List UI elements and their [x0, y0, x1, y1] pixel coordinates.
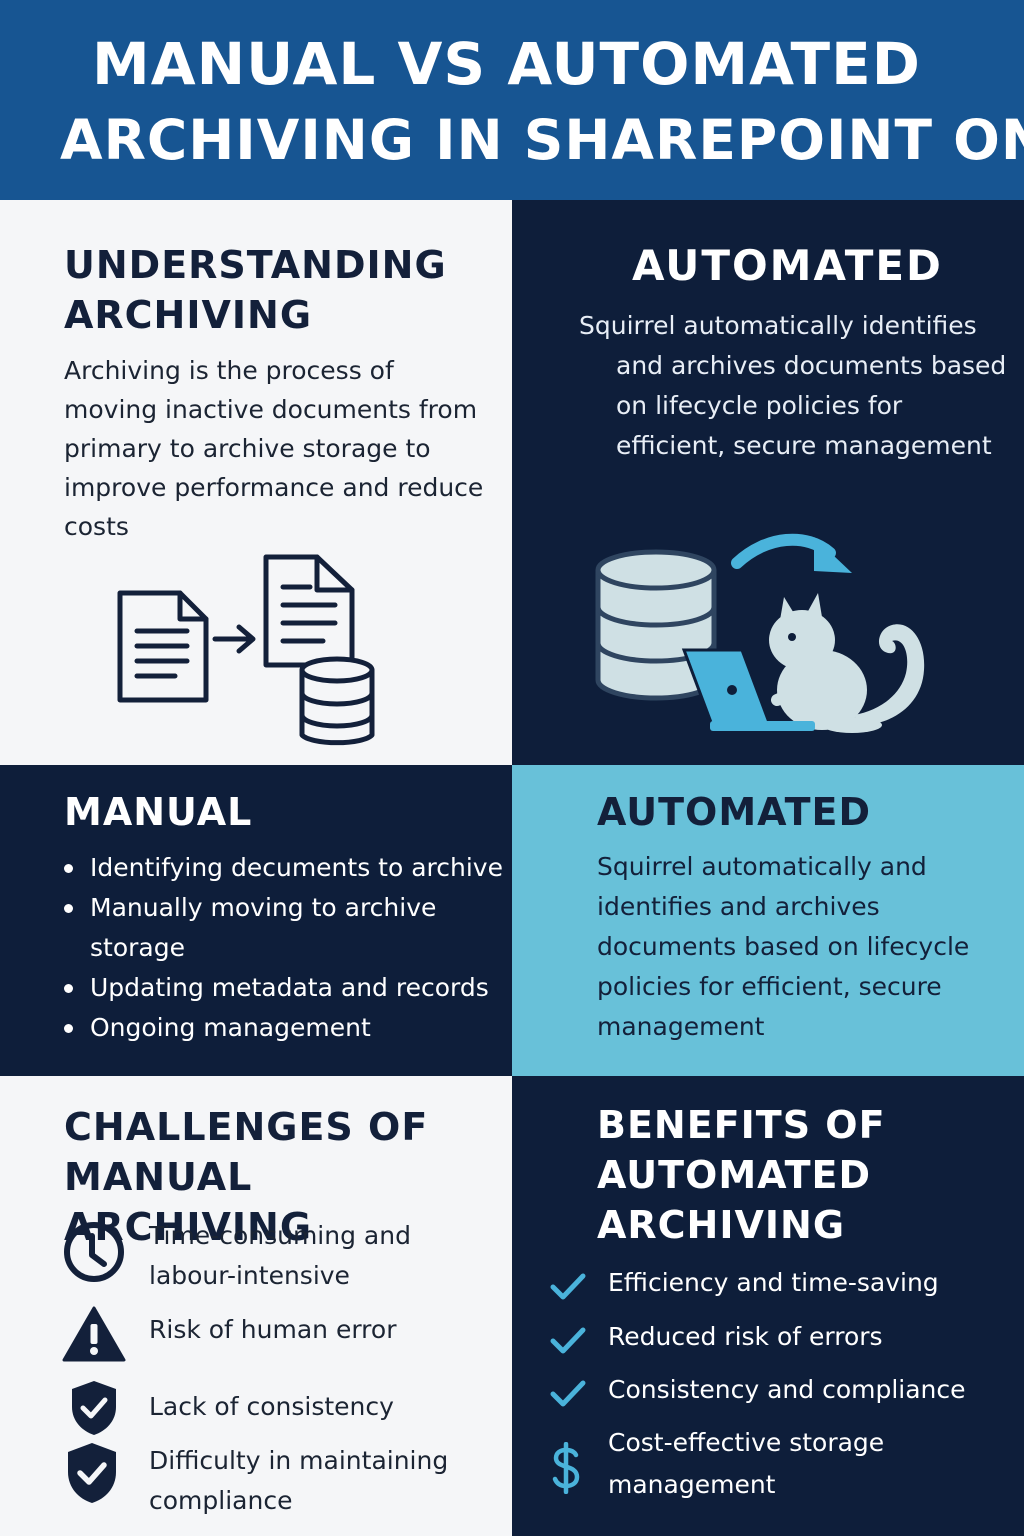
list-item: Risk of human error — [62, 1306, 502, 1366]
manual-step-text: Ongoing management — [90, 1013, 371, 1042]
list-item: Time-consuming and labour-intensive — [62, 1216, 502, 1300]
automated-overview-line: on lifecycle policies for — [616, 391, 903, 420]
page-title-line-1: MANUAL VS AUTOMATED — [92, 30, 921, 98]
understanding-description: Archiving is the process of moving inact… — [64, 356, 484, 541]
list-item: Identifying decuments to archive — [64, 848, 512, 888]
laptop-icon — [681, 648, 815, 731]
document-to-database-icon — [117, 554, 375, 746]
squirrel-icon — [769, 593, 925, 733]
squirrel-automation-illustration — [595, 533, 925, 733]
automated-title: AUTOMATED — [597, 790, 872, 834]
benefit-text: Cost-effective storage management — [608, 1428, 885, 1499]
clock-icon — [64, 1222, 124, 1282]
benefits-title: BENEFITS OF AUTOMATED ARCHIVING — [597, 1103, 886, 1247]
checkmark-icon — [550, 1327, 586, 1354]
automated-overview-line: Squirrel automatically identifies — [579, 311, 977, 340]
challenge-text: Difficulty in maintaining compliance — [149, 1446, 449, 1515]
challenge-text: Lack of consistency — [149, 1392, 394, 1421]
warning-icon — [62, 1306, 126, 1362]
checkmark-icon — [550, 1273, 586, 1300]
challenge-text: Time-consuming and labour-intensive — [149, 1221, 411, 1290]
list-item: Cost-effective storage management — [550, 1422, 1010, 1512]
page-header: MANUAL VS AUTOMATED ARCHIVING IN SHAREPO… — [0, 0, 1024, 200]
bullet-icon — [64, 904, 73, 913]
benefit-text: Consistency and compliance — [608, 1375, 966, 1404]
challenge-text: Risk of human error — [149, 1315, 397, 1344]
automated-overview-line: and archives documents based — [616, 351, 1007, 380]
shield-check-icon — [68, 1443, 116, 1503]
automated-overview-line: efficient, secure management — [616, 431, 992, 460]
archived-document-icon — [263, 554, 355, 668]
automated-description: Squirrel automatically and identifies an… — [597, 852, 970, 1041]
manual-step-text: Manually moving to archive storage — [90, 893, 437, 962]
automated-overview-panel: AUTOMATED Squirrel automatically identif… — [512, 200, 1024, 765]
manual-steps-list: Identifying decuments to archive Manuall… — [64, 848, 512, 1048]
challenges-title: CHALLENGES OF MANUAL ARCHIVING — [64, 1105, 429, 1249]
benefit-text: Efficiency and time-saving — [608, 1268, 939, 1297]
list-item: Manually moving to archive storage — [64, 888, 512, 968]
source-document-icon — [117, 590, 209, 703]
manual-title: MANUAL — [64, 790, 253, 834]
list-item: Updating metadata and records — [64, 968, 512, 1008]
manual-panel: MANUAL Identifying decuments to archive … — [0, 765, 512, 1076]
bullet-icon — [64, 864, 73, 873]
list-item: Consistency and compliance — [550, 1369, 1010, 1415]
manual-step-text: Identifying decuments to archive — [90, 853, 503, 882]
list-item: Lack of consistency — [62, 1379, 502, 1439]
list-item: Difficulty in maintaining compliance — [62, 1441, 502, 1526]
bullet-icon — [64, 984, 73, 993]
page-title-line-2: ARCHIVING IN SHAREPOINT ONLINE — [60, 108, 1024, 172]
automated-panel: AUTOMATED Squirrel automatically and ide… — [512, 765, 1024, 1076]
dollar-icon — [552, 1442, 580, 1494]
manual-step-text: Updating metadata and records — [90, 973, 489, 1002]
understanding-title: UNDERSTANDING ARCHIVING — [64, 243, 447, 337]
understanding-archiving-panel: UNDERSTANDING ARCHIVING Archiving is the… — [0, 200, 512, 765]
list-item: Ongoing management — [64, 1008, 512, 1048]
challenges-panel: CHALLENGES OF MANUAL ARCHIVING Time-cons… — [0, 1076, 512, 1536]
automated-overview-title: AUTOMATED — [632, 241, 943, 290]
list-item: Efficiency and time-saving — [550, 1262, 1010, 1308]
database-icon — [299, 656, 375, 746]
bullet-icon — [64, 1024, 73, 1033]
benefits-panel: BENEFITS OF AUTOMATED ARCHIVING Efficien… — [512, 1076, 1024, 1536]
shield-check-icon — [72, 1381, 116, 1435]
benefit-text: Reduced risk of errors — [608, 1322, 883, 1351]
list-item: Reduced risk of errors — [550, 1316, 1010, 1362]
checkmark-icon — [550, 1380, 586, 1407]
